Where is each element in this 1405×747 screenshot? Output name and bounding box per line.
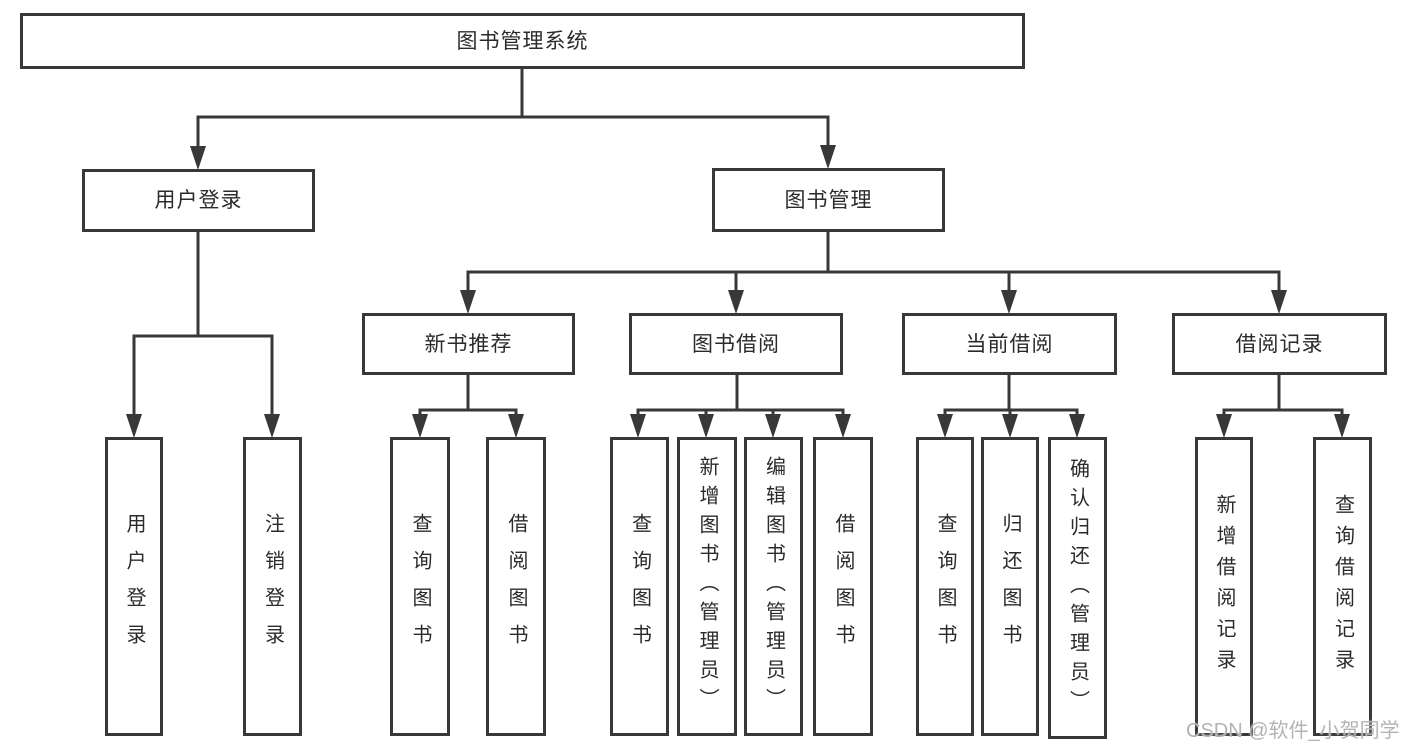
connector-bookborrow-to-leaves [630, 375, 851, 438]
arrowhead-icon [1271, 290, 1287, 314]
node-user-login: 用户登录 [82, 169, 315, 232]
connector-currentborrow-to-leaves [937, 375, 1085, 438]
arrowhead-icon [126, 414, 142, 438]
node-current-borrow: 当前借阅 [902, 313, 1117, 375]
leaf-add-book-admin: 新增图书（管理员） [677, 437, 737, 736]
arrowhead-icon [508, 414, 524, 438]
node-new-book-recommend: 新书推荐 [362, 313, 575, 375]
leaf-borrow-book-borrow: 借阅图书 [813, 437, 873, 736]
node-root-system: 图书管理系统 [20, 13, 1025, 69]
arrowhead-icon [765, 414, 781, 438]
arrowhead-icon [1069, 414, 1085, 438]
connector-bookmgmt-to-level3 [460, 232, 1287, 314]
node-borrow-records: 借阅记录 [1172, 313, 1387, 375]
connector-userlogin-to-leaves [126, 232, 280, 438]
arrowhead-icon [820, 145, 836, 169]
arrowhead-icon [1334, 414, 1350, 438]
connector-newbook-to-leaves [412, 375, 524, 438]
leaf-query-book-newrec: 查询图书 [390, 437, 450, 736]
leaf-logout-login: 注销登录 [243, 437, 302, 736]
arrowhead-icon [412, 414, 428, 438]
arrowhead-icon [937, 414, 953, 438]
leaf-query-book-current: 查询图书 [916, 437, 974, 736]
connector-root-to-level2 [190, 69, 836, 170]
node-book-management: 图书管理 [712, 168, 945, 232]
arrowhead-icon [460, 290, 476, 314]
arrowhead-icon [835, 414, 851, 438]
leaf-confirm-return-admin: 确认归还（管理员） [1048, 437, 1107, 739]
arrowhead-icon [728, 290, 744, 314]
arrowhead-icon [698, 414, 714, 438]
arrowhead-icon [190, 146, 206, 170]
leaf-edit-book-admin: 编辑图书（管理员） [744, 437, 803, 736]
watermark-text: CSDN @软件_小贺同学 [1186, 720, 1400, 742]
leaf-query-borrow-record: 查询借阅记录 [1313, 437, 1372, 736]
leaf-borrow-book-newrec: 借阅图书 [486, 437, 546, 736]
arrowhead-icon [1002, 414, 1018, 438]
leaf-return-book: 归还图书 [981, 437, 1039, 736]
leaf-user-login: 用户登录 [105, 437, 163, 736]
arrowhead-icon [1001, 290, 1017, 314]
connector-borrowrecord-to-leaves [1216, 375, 1350, 438]
node-book-borrow: 图书借阅 [629, 313, 843, 375]
leaf-query-book-borrow: 查询图书 [610, 437, 669, 736]
leaf-add-borrow-record: 新增借阅记录 [1195, 437, 1253, 736]
arrowhead-icon [630, 414, 646, 438]
arrowhead-icon [1216, 414, 1232, 438]
arrowhead-icon [264, 414, 280, 438]
